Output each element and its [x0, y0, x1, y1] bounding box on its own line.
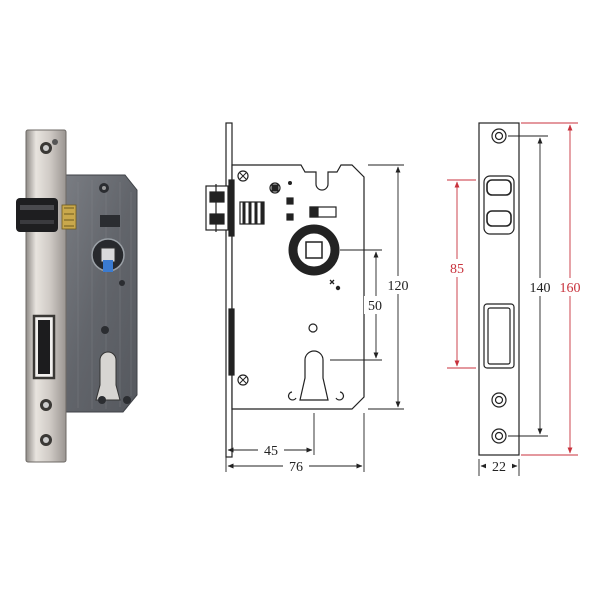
label-width: 76 [289, 460, 303, 475]
front-view-drawing [205, 122, 365, 458]
front-rivet [308, 323, 318, 333]
label-body-height: 120 [388, 279, 409, 294]
front-faceplate [225, 122, 233, 458]
case-rivet-mid [119, 280, 125, 286]
case-rivet-low [101, 326, 109, 334]
front-spring [239, 201, 265, 225]
lock-faceplate [25, 129, 67, 463]
label-screw-spacing: 140 [530, 281, 551, 296]
front-cylinder-cutout [299, 350, 329, 401]
spring-mechanism [61, 204, 77, 230]
screw-top-b [52, 139, 58, 145]
label-center-distance: 50 [368, 299, 382, 314]
label-faceplate-width: 22 [492, 460, 506, 475]
label-faceplate-height: 160 [560, 281, 581, 296]
label-opening-spacing: 85 [450, 262, 464, 277]
cylinder-cutout [95, 351, 121, 401]
latch-bolt [16, 198, 58, 232]
label-backset: 45 [264, 444, 278, 459]
front-spindle-square [305, 241, 323, 259]
faceplate-view-drawing [478, 122, 520, 456]
lock-photo [16, 129, 138, 463]
front-case-outline [231, 164, 365, 410]
